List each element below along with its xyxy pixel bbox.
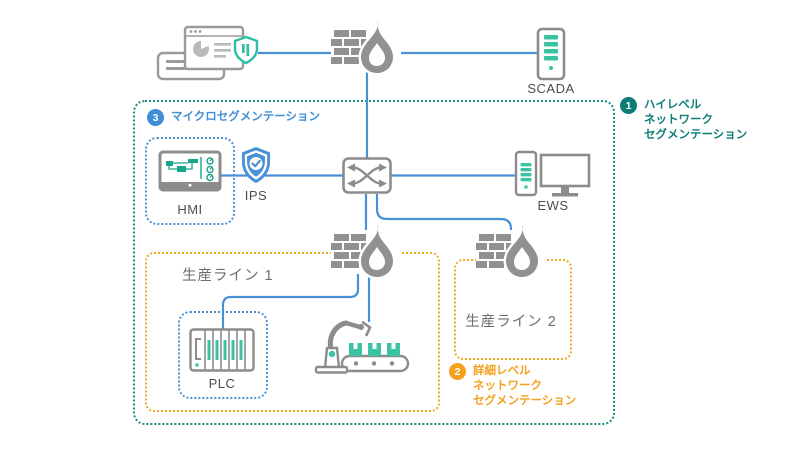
zone-high-level-network — [133, 100, 615, 425]
ews-label: EWS — [537, 198, 569, 213]
annotation-2-line3: セグメンテーション — [473, 395, 577, 407]
zone-micro-segment-hmi — [145, 137, 235, 225]
annotation-1-line3: セグメンテーション — [644, 129, 748, 141]
hmi-icon — [158, 150, 222, 192]
plc-icon — [189, 328, 255, 372]
annotation-2-line2: ネットワーク — [473, 380, 542, 392]
annotation-detail-level: 2 詳細レベル ネットワーク セグメンテーション — [449, 363, 577, 409]
production-line-1-label: 生産ライン 1 — [182, 268, 274, 284]
annotation-3-badge: 3 — [147, 109, 164, 126]
scada-server-icon — [536, 27, 566, 81]
annotation-high-level: 1 ハイレベル ネットワーク セグメンテーション — [620, 97, 748, 143]
link-switch-firewall2 — [375, 194, 513, 250]
hmi-label: HMI — [177, 202, 203, 217]
annotation-micro-segmentation: 3 マイクロセグメンテーション — [147, 109, 321, 126]
annotation-1-line1: ハイレベル — [644, 99, 702, 111]
conveyor-icon — [340, 343, 410, 373]
annotation-2-line1: 詳細レベル — [473, 365, 531, 377]
zone-production-line-1 — [145, 252, 440, 412]
production-robot-icon — [314, 320, 410, 374]
robot-arm-icon — [314, 320, 372, 374]
scada-label: SCADA — [527, 81, 575, 96]
annotation-3-label: マイクロセグメンテーション — [171, 111, 321, 123]
plc-label: PLC — [208, 376, 236, 391]
firewall-icon — [476, 223, 546, 280]
production-line-2-label: 生産ライン 2 — [465, 314, 557, 330]
annotation-1-badge: 1 — [620, 97, 637, 114]
annotation-2-badge: 2 — [449, 363, 466, 380]
link-firewall1-plc — [221, 270, 360, 332]
teal-shield-icon — [233, 35, 259, 65]
ips-shield-icon — [242, 147, 270, 183]
ips-label: IPS — [244, 188, 268, 203]
firewall-icon — [331, 19, 401, 76]
annotation-1-line2: ネットワーク — [644, 114, 713, 126]
firewall-icon — [331, 223, 401, 280]
ews-workstation-icon — [514, 150, 591, 197]
management-console-icon — [156, 25, 259, 81]
network-switch-icon — [342, 157, 392, 194]
